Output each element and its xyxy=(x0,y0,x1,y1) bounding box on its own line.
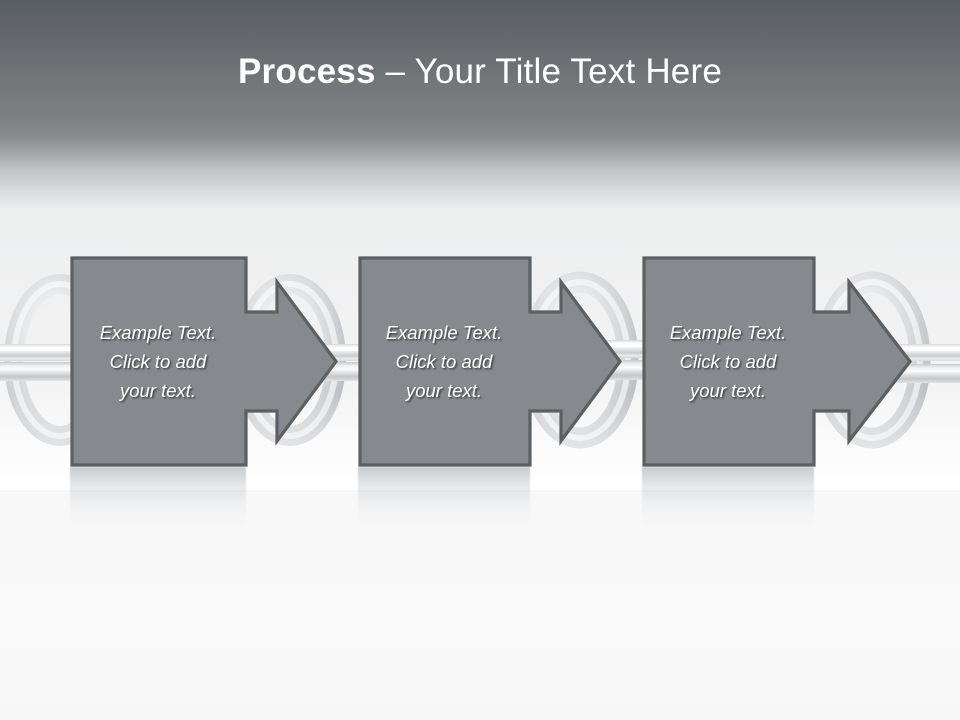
slide-title: Process – Your Title Text Here xyxy=(0,50,960,94)
title-remainder: – Your Title Text Here xyxy=(375,52,722,91)
step-reflection-3 xyxy=(642,467,814,529)
step-3-arrow-shape[interactable] xyxy=(642,256,912,467)
step-2-arrow-shape[interactable] xyxy=(358,256,622,467)
step-reflection-2 xyxy=(358,467,530,529)
title-emphasis: Process xyxy=(238,52,376,91)
step-1-arrow-shape[interactable] xyxy=(70,256,338,467)
step-reflection-1 xyxy=(70,467,246,529)
